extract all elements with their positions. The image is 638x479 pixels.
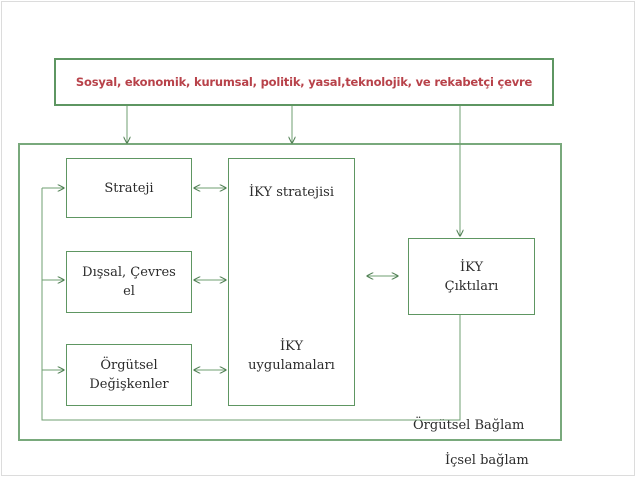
iky-outputs-line1: İKY (459, 259, 484, 275)
external-environment-box: Dışsal, Çevres el (66, 251, 192, 313)
strategy-box: Strateji (66, 158, 192, 218)
iky-practices-label: İKY uygulamaları (229, 337, 354, 375)
external-label-line2: el (123, 284, 135, 299)
iky-practices-line2: uygulamaları (248, 358, 335, 373)
iky-practices-line1: İKY (279, 339, 304, 354)
strategy-label: Strateji (104, 180, 154, 196)
iky-main-box: İKY stratejisi İKY uygulamaları (228, 158, 355, 406)
org-context-label: Örgütsel Bağlam (413, 418, 525, 433)
internal-context-label: İçsel bağlam (445, 453, 529, 468)
feedback-loop-line (41, 188, 461, 421)
organizational-variables-box: Örgütsel Değişkenler (66, 344, 192, 406)
iky-outputs-line2: Çıktıları (444, 278, 499, 294)
iky-outputs-box: İKY Çıktıları (408, 238, 535, 315)
org-vars-label-line1: Örgütsel (100, 358, 158, 373)
environment-label: Sosyal, ekonomik, kurumsal, politik, yas… (75, 75, 533, 89)
external-label-line1: Dışsal, Çevres (82, 265, 176, 280)
org-vars-label-line2: Değişkenler (89, 377, 169, 392)
organizational-context-box (18, 143, 562, 441)
iky-strategy-label: İKY stratejisi (248, 185, 334, 200)
environment-box: Sosyal, ekonomik, kurumsal, politik, yas… (54, 58, 554, 106)
